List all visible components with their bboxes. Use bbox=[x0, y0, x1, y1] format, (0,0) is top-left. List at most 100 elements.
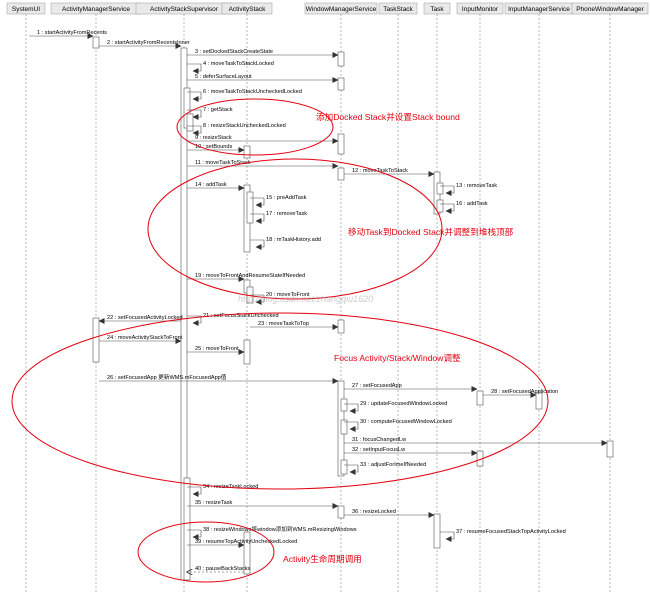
activation-bar bbox=[92, 36, 100, 49]
self-call-arrow bbox=[344, 421, 359, 432]
activation-bar bbox=[433, 513, 441, 549]
participant-input-monitor: InputMonitor bbox=[462, 6, 499, 13]
self-call-arrow bbox=[250, 239, 265, 250]
message-label: 17 : removeTask bbox=[266, 211, 307, 217]
message-label: 20 : moveToFront bbox=[266, 292, 310, 298]
annotation-move-task-text: 移动Task到Docked Stack并调整到堆栈顶部 bbox=[348, 226, 514, 237]
message-label: 32 : setInputFocusLw bbox=[352, 447, 406, 453]
message-label: 38 : resizeWindows将window添加到WMS.mResizin… bbox=[203, 525, 357, 533]
annotation-focus-adjust-text: Focus Activity/Stack/Window调整 bbox=[334, 352, 461, 363]
watermark: http://blog.csdn.net/zhangqiu1620 bbox=[238, 294, 373, 304]
activation-bar bbox=[337, 133, 345, 155]
participant-box-input-monitor bbox=[456, 2, 504, 15]
activation-bar bbox=[337, 51, 345, 67]
message-label: 39 : resumeTopActivityUncheckedLocked bbox=[195, 539, 297, 545]
message-label: 5 : deferSurfaceLayout bbox=[195, 74, 252, 80]
participant-box-wms bbox=[304, 2, 378, 15]
activation-bar bbox=[183, 477, 191, 581]
message-label: 6 : moveTaskToStackUncheckedLocked bbox=[203, 89, 302, 95]
message-label: 13 : removeTask bbox=[456, 183, 497, 189]
participant-box-systemui bbox=[6, 2, 46, 15]
annotation-docked-stack-ellipse bbox=[176, 98, 334, 156]
annotation-lifecycle-ellipse bbox=[137, 521, 275, 583]
participant-stack-supervisor: ActivityStackSupervisor bbox=[150, 6, 219, 13]
activation-bar bbox=[337, 167, 345, 181]
participant-box-taskstack bbox=[378, 2, 418, 15]
message-label: 35 : resizeTask bbox=[195, 500, 233, 506]
message-label: 1 : startActivityFromRecents bbox=[37, 30, 107, 36]
message-label: 4 : moveTaskToStackLocked bbox=[203, 61, 274, 67]
activation-bar bbox=[476, 390, 484, 406]
message-label: 34 : resizeTaskLocked bbox=[203, 484, 258, 490]
message-label: 19 : moveToFrontAndResumeStateIfNeeded bbox=[195, 273, 305, 279]
message-label: 40 : pauseBackStacks bbox=[195, 566, 251, 572]
message-label: 8 : resizeStackUncheckedLocked bbox=[203, 123, 286, 129]
message-label: 29 : updateFocusedWindowLocked bbox=[360, 401, 447, 407]
self-call-arrow bbox=[440, 203, 455, 214]
participant-box-phone-window-manager bbox=[571, 2, 649, 15]
participant-input-manager: InputManagerService bbox=[508, 6, 570, 13]
message-label: 30 : computeFocusedWindowLocked bbox=[360, 419, 452, 425]
participant-taskstack: TaskStack bbox=[383, 6, 413, 13]
message-label: 16 : addTask bbox=[456, 201, 488, 207]
activation-bar bbox=[337, 319, 345, 334]
message-label: 23 : moveTaskToTop bbox=[258, 321, 309, 327]
activation-bar bbox=[340, 459, 348, 475]
self-call-arrow bbox=[250, 197, 265, 208]
message-label: 36 : resizeLocked bbox=[352, 509, 396, 515]
activation-bar bbox=[186, 113, 194, 132]
annotation-focus-adjust-ellipse bbox=[11, 312, 549, 490]
activation-bar bbox=[243, 531, 251, 575]
message-label: 37 : resumeFocusedStackTopActivityLocked bbox=[456, 529, 566, 535]
self-call-arrow bbox=[440, 531, 455, 542]
self-call-arrow bbox=[344, 464, 359, 475]
self-call-arrow bbox=[187, 63, 202, 74]
activation-bar bbox=[340, 419, 348, 435]
message-label: 12 : moveTaskToStack bbox=[352, 168, 408, 174]
annotation-docked-stack-text: 添加Docked Stack并设置Stack bound bbox=[316, 111, 460, 122]
activation-bar bbox=[243, 145, 251, 159]
message-label: 21 : setFocusStackUnchecked bbox=[203, 313, 279, 319]
message-label: 10 : setBounds bbox=[195, 144, 233, 150]
annotation-lifecycle-text: Activity生命周期调用 bbox=[283, 553, 362, 564]
message-label: 7 : getStack bbox=[203, 107, 233, 113]
self-call-arrow bbox=[440, 185, 455, 196]
self-call-arrow bbox=[187, 529, 202, 540]
message-label: 25 : moveToFront bbox=[195, 346, 239, 352]
activation-bar bbox=[606, 440, 614, 458]
message-label: 2 : startActivityFromRecentsInner bbox=[107, 40, 190, 46]
self-call-arrow bbox=[344, 403, 359, 414]
self-call-arrow bbox=[250, 294, 265, 305]
message-label: 11 : moveTaskToStack bbox=[195, 160, 251, 166]
message-label: 15 : preAddTask bbox=[266, 195, 307, 201]
self-call-arrow bbox=[250, 213, 265, 224]
message-label: 28 : setFocusedApplication bbox=[491, 389, 558, 395]
self-call-arrow bbox=[187, 315, 202, 326]
message-label: 27 : setFocusedApp bbox=[352, 383, 402, 389]
annotation-move-task-ellipse bbox=[147, 158, 443, 300]
activation-bar bbox=[436, 199, 444, 213]
activation-bar bbox=[246, 191, 254, 224]
activation-bar bbox=[92, 317, 100, 363]
message-label: 18 : mTaskHistory.add bbox=[266, 237, 321, 243]
message-label: 31 : focusChangedLw bbox=[352, 437, 407, 443]
message-label: 22 : setFocusedActivityLocked bbox=[107, 315, 183, 321]
participant-systemui: SystemUI bbox=[12, 6, 40, 13]
participant-ams: ActivityManagerService bbox=[62, 6, 130, 13]
participant-activity-stack: ActivityStack bbox=[229, 6, 267, 13]
activation-bar bbox=[436, 182, 444, 195]
participant-box-task bbox=[423, 2, 451, 15]
activation-bar bbox=[337, 77, 345, 91]
message-label: 3 : setDockedStackCreateState bbox=[195, 49, 273, 55]
activation-bar bbox=[337, 505, 345, 519]
activation-bar bbox=[243, 339, 251, 365]
message-label: 9 : resizeStack bbox=[195, 135, 232, 141]
message-label: 24 : moveActivityStackToFront bbox=[107, 335, 183, 341]
message-label: 26 : setFocusedApp 更新WMS.mFocusedApp值 bbox=[107, 373, 227, 381]
participant-task: Task bbox=[430, 6, 444, 13]
participant-phone-window-manager: PhoneWindowManager bbox=[576, 6, 644, 13]
message-label: 14 : addTask bbox=[195, 182, 227, 188]
participant-wms: WindowManagerService bbox=[306, 6, 377, 13]
message-label: 33 : adjustForImeIfNeeded bbox=[360, 462, 426, 468]
